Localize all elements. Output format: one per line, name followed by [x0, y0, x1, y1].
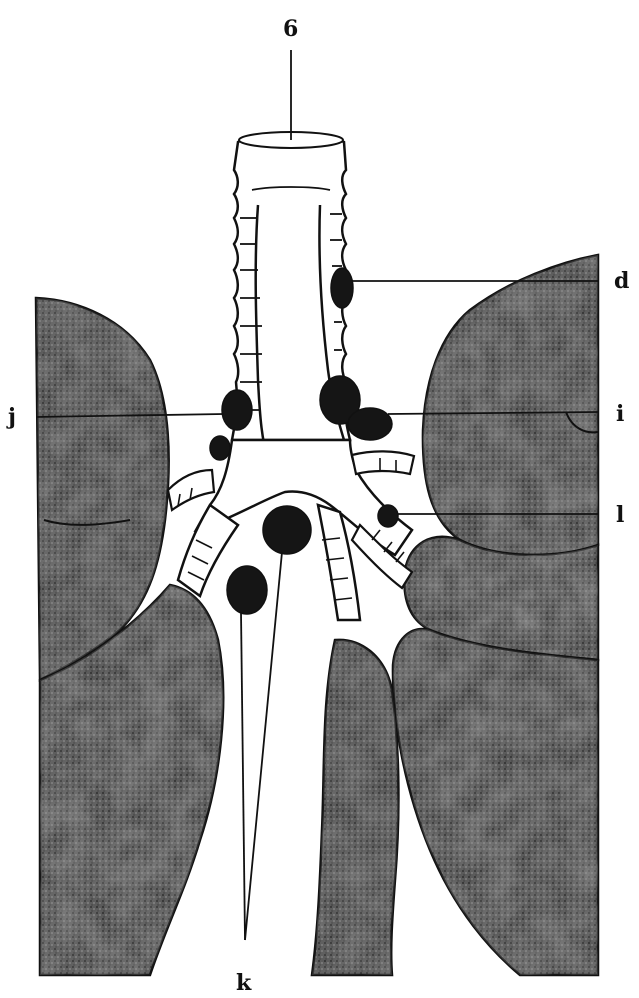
label-j: j — [6, 404, 16, 430]
label-k: k — [236, 970, 252, 996]
label-6: 6 — [283, 16, 298, 42]
node-j — [222, 390, 252, 430]
right-upper-lobe-shade — [423, 255, 598, 555]
node-j-lower — [210, 436, 230, 460]
node-i-lower — [348, 408, 392, 440]
label-i: i — [616, 401, 624, 427]
label-l: l — [616, 502, 624, 528]
left-lung — [36, 298, 223, 975]
right-lower-lobe-shade — [393, 629, 598, 975]
node-d — [331, 268, 353, 308]
right-lung — [393, 255, 598, 975]
node-l — [378, 505, 398, 527]
label-d: d — [614, 268, 629, 294]
medial-lobe-shade — [312, 640, 398, 975]
node-k-carina — [263, 506, 311, 554]
leader-k-1 — [241, 612, 245, 940]
node-k-lower — [227, 566, 267, 614]
medial-lower-lobe — [312, 640, 398, 975]
right-upper-branch — [352, 451, 414, 474]
